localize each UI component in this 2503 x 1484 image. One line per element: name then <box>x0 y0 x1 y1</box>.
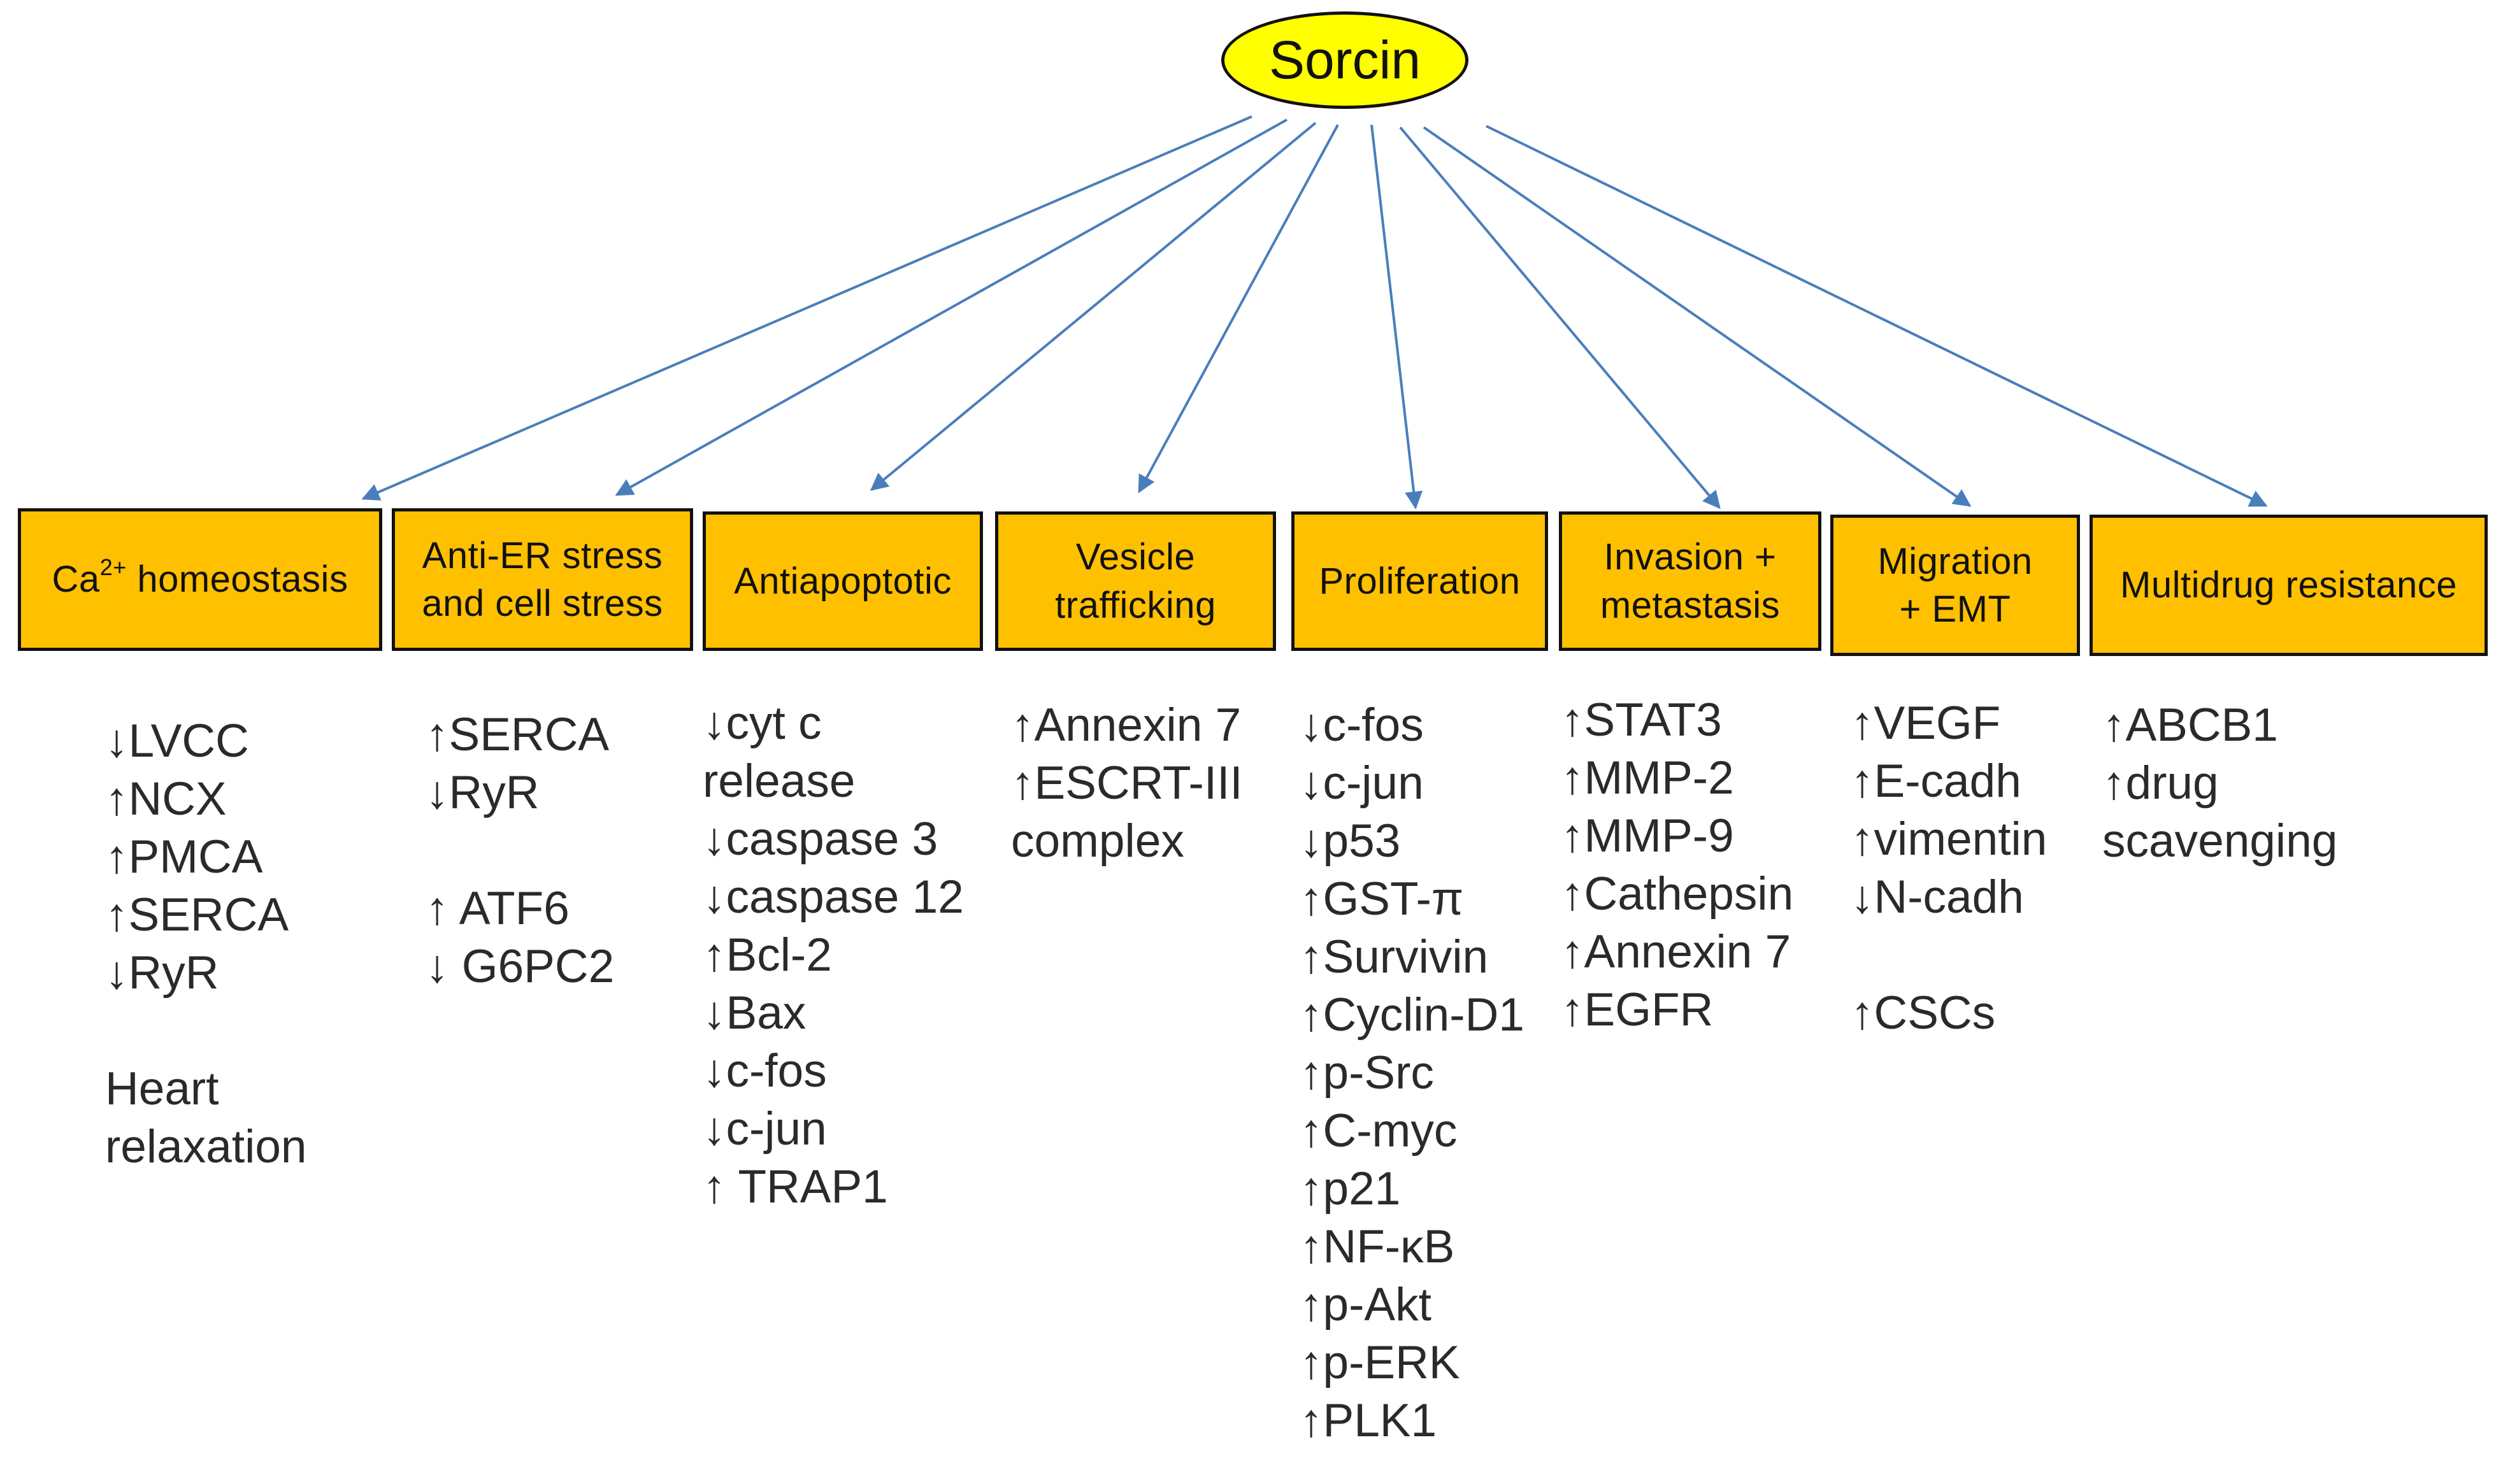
list-item: ↑ABCB1 <box>2102 699 2278 751</box>
list-item: ↑NCX <box>105 773 227 825</box>
arrow-to-proliferation <box>1370 124 1423 510</box>
list-item: ↑ESCRT-III <box>1011 757 1243 809</box>
list-item: ↓c-jun <box>703 1103 827 1155</box>
list-item: ↓caspase 12 <box>703 871 964 923</box>
list-anti-er-stress: ↑SERCA ↓RyR ↑ ATF6 ↓ G6PC2 <box>426 706 614 995</box>
list-item: ↑Annexin 7 <box>1561 926 1791 978</box>
list-item: ↑SERCA <box>105 889 289 941</box>
list-item: ↑PMCA <box>105 831 263 883</box>
category-label: Anti-ER stress and cell stress <box>422 534 663 624</box>
category-vesicle-trafficking: Vesicle trafficking <box>995 511 1276 651</box>
category-label: Vesicle trafficking <box>1055 536 1216 626</box>
category-multidrug-resistance: Multidrug resistance <box>2090 515 2488 656</box>
arrow-to-anti-er-stress <box>615 118 1287 496</box>
list-item: ↑NF-κB <box>1300 1221 1455 1273</box>
list-item: ↑CSCs <box>1851 987 1996 1039</box>
list-multidrug-resistance: ↑ABCB1 ↑drug scavenging <box>2102 696 2337 870</box>
list-item: ↑E-cadh <box>1851 755 2021 807</box>
list-item: ↓ G6PC2 <box>426 941 615 992</box>
list-item: complex <box>1011 815 1184 867</box>
list-item: scavenging <box>2102 815 2338 867</box>
list-item: ↓caspase 3 <box>703 813 938 865</box>
list-proliferation: ↓c-fos ↓c-jun ↓p53 ↑GST-π ↑Survivin ↑Cyc… <box>1300 696 1524 1450</box>
arrow-to-multidrug-resistance <box>1486 125 2268 507</box>
list-antiapoptotic: ↓cyt c release ↓caspase 3 ↓caspase 12 ↑B… <box>703 694 964 1216</box>
list-item: ↓RyR <box>105 947 219 999</box>
category-migration-emt: Migration + EMT <box>1830 515 2080 656</box>
list-item: ↑STAT3 <box>1561 694 1722 746</box>
list-item: Heart <box>105 1063 219 1115</box>
list-item: ↑Cyclin-D1 <box>1300 989 1524 1041</box>
list-item: ↑Bcl-2 <box>703 929 832 981</box>
category-antiapoptotic: Antiapoptotic <box>703 511 983 651</box>
list-item: ↑C-myc <box>1300 1105 1458 1157</box>
list-item: release <box>703 755 856 807</box>
category-anti-er-stress: Anti-ER stress and cell stress <box>392 508 693 651</box>
list-item: ↑vimentin <box>1851 813 2048 865</box>
list-item: ↑ TRAP1 <box>703 1161 888 1213</box>
list-item: ↑MMP-2 <box>1561 752 1734 804</box>
list-item: ↓N-cadh <box>1851 871 2024 923</box>
list-item: ↓Bax <box>703 987 807 1039</box>
list-item: ↑p-Akt <box>1300 1279 1431 1331</box>
category-label: Ca2+ homeostasis <box>52 553 348 601</box>
list-item: ↓LVCC <box>105 715 249 767</box>
list-item: ↓cyt c <box>703 697 822 749</box>
list-item: relaxation <box>105 1121 307 1173</box>
list-vesicle-trafficking: ↑Annexin 7 ↑ESCRT-III complex <box>1011 696 1243 870</box>
list-item: ↑p-Src <box>1300 1047 1434 1099</box>
arrow-to-vesicle-trafficking <box>1138 124 1339 494</box>
category-label: Migration + EMT <box>1877 540 2033 630</box>
category-label: Invasion + metastasis <box>1600 536 1781 626</box>
category-label: Antiapoptotic <box>734 560 952 602</box>
list-item: ↑Cathepsin <box>1561 868 1794 920</box>
arrow-to-antiapoptotic <box>870 122 1317 491</box>
list-item: ↓p53 <box>1300 815 1401 867</box>
list-invasion-metastasis: ↑STAT3 ↑MMP-2 ↑MMP-9 ↑Cathepsin ↑Annexin… <box>1561 691 1793 1039</box>
list-item: ↓c-fos <box>703 1045 827 1097</box>
list-item: ↑VEGF <box>1851 697 2001 749</box>
list-item: ↑MMP-9 <box>1561 810 1734 862</box>
list-item: ↑GST-π <box>1300 873 1464 925</box>
root-label: Sorcin <box>1268 30 1421 90</box>
category-proliferation: Proliferation <box>1291 511 1548 651</box>
list-item: ↓RyR <box>426 767 540 818</box>
list-item: ↓c-jun <box>1300 757 1424 809</box>
list-item: ↓c-fos <box>1300 699 1424 751</box>
list-item: ↑p-ERK <box>1300 1337 1460 1388</box>
list-item: ↑ ATF6 <box>426 883 570 934</box>
arrow-to-invasion-metastasis <box>1399 126 1721 510</box>
category-label: Multidrug resistance <box>2120 564 2457 606</box>
arrow-to-ca-homeostasis <box>361 115 1252 501</box>
list-item: ↑Survivin <box>1300 931 1489 983</box>
list-migration-emt: ↑VEGF ↑E-cadh ↑vimentin ↓N-cadh ↑CSCs <box>1851 694 2047 1042</box>
list-item: ↑SERCA <box>426 709 610 760</box>
sorcin-root-node: Sorcin <box>1221 11 1468 109</box>
list-item: ↑PLK1 <box>1300 1395 1437 1446</box>
list-item: ↑EGFR <box>1561 984 1714 1036</box>
list-item: ↑Annexin 7 <box>1011 699 1242 751</box>
list-ca-homeostasis: ↓LVCC ↑NCX ↑PMCA ↑SERCA ↓RyR Heart relax… <box>105 712 307 1176</box>
arrow-to-migration-emt <box>1423 126 1972 507</box>
list-item: ↑drug <box>2102 757 2219 809</box>
list-item: ↑p21 <box>1300 1163 1401 1215</box>
category-ca-homeostasis: Ca2+ homeostasis <box>18 508 382 651</box>
category-invasion-metastasis: Invasion + metastasis <box>1559 511 1821 651</box>
category-label: Proliferation <box>1319 560 1521 602</box>
